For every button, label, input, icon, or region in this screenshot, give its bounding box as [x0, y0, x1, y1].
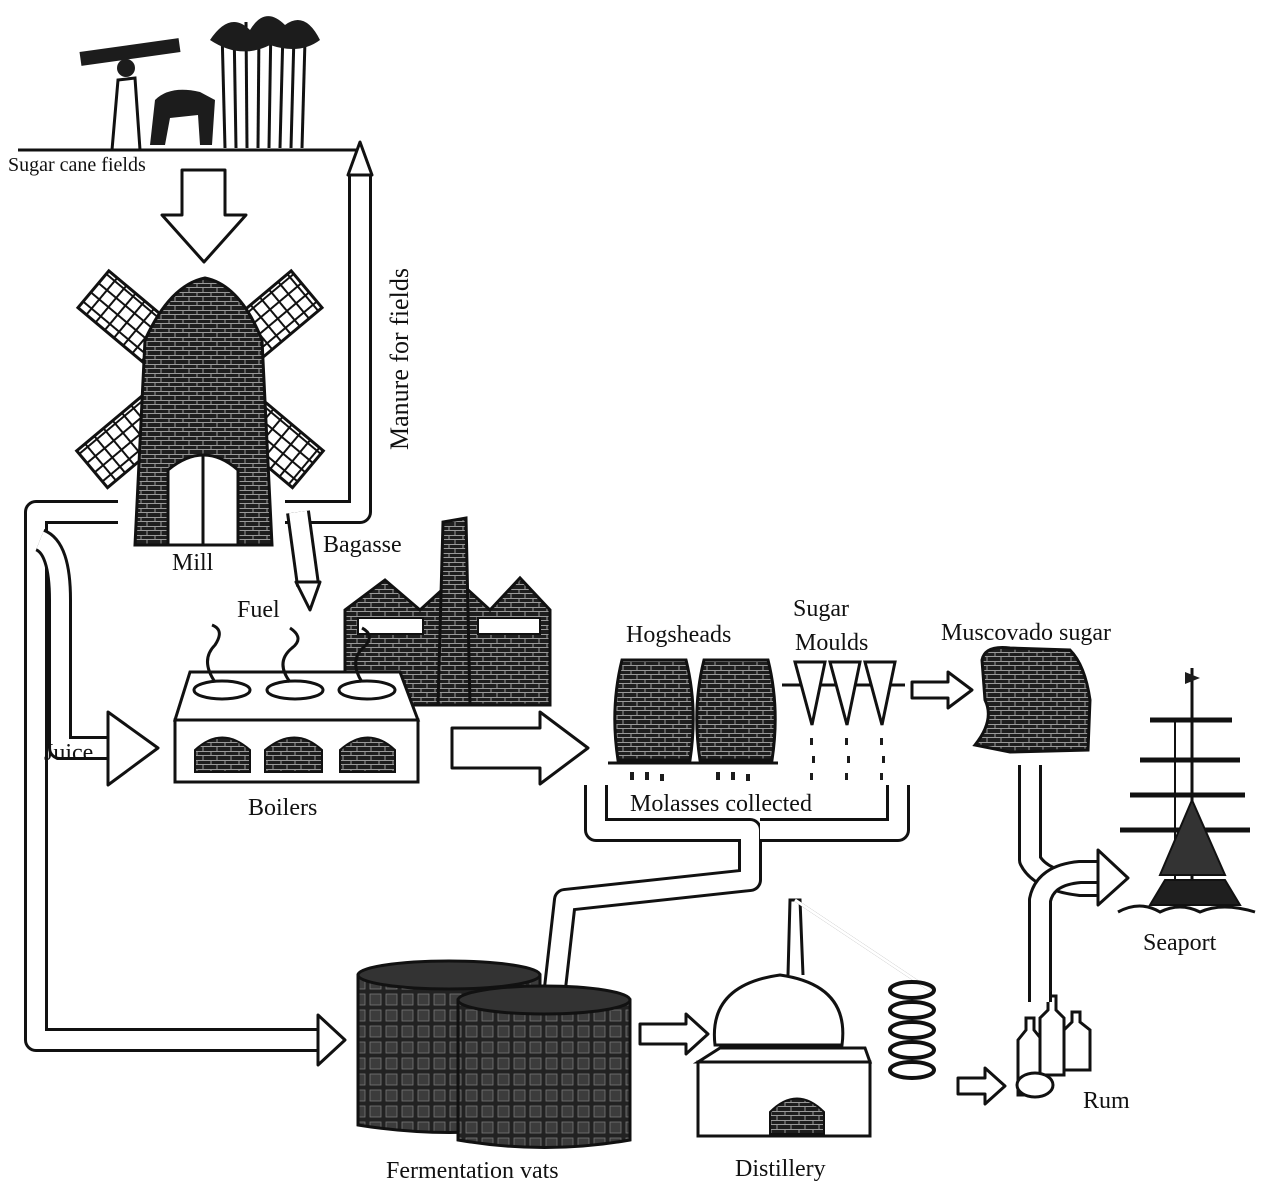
hogsheads-illustration: [608, 660, 778, 781]
fuel-label: Fuel: [237, 597, 280, 623]
rum-bottles-illustration: [1017, 996, 1090, 1097]
mill-label: Mill: [172, 550, 214, 576]
muscovado-sugar-label: Muscovado sugar: [941, 620, 1111, 646]
molasses-collected-label: Molasses collected: [630, 791, 812, 817]
fermentation-vats-label: Fermentation vats: [386, 1158, 559, 1184]
seaport-pipes: [1030, 765, 1128, 1002]
sugar-moulds-illustration: [782, 662, 905, 780]
boilers-to-hogsheads-arrow: [452, 712, 588, 784]
hogsheads-label: Hogsheads: [626, 622, 731, 648]
rum-label: Rum: [1083, 1088, 1130, 1114]
distillery-illustration: [698, 900, 934, 1136]
seaport-label: Seaport: [1143, 930, 1217, 956]
fermentation-vats-illustration: [358, 961, 630, 1148]
fields-to-mill-arrow: [162, 170, 246, 262]
sugar-cane-fields-illustration: [18, 16, 362, 150]
distillery-label: Distillery: [735, 1156, 826, 1182]
sugar-label: Sugar: [793, 596, 849, 622]
ship-illustration: [1118, 668, 1255, 912]
sugar-cane-fields-label: Sugar cane fields: [8, 154, 146, 176]
muscovado-sugar-illustration: [975, 648, 1090, 753]
juice-pipe: [36, 512, 345, 1065]
distillery-to-rum-arrow: [958, 1068, 1005, 1104]
moulds-to-muscovado-arrow: [912, 672, 972, 708]
bagasse-label: Bagasse: [323, 532, 402, 558]
vats-to-distillery-arrow: [640, 1014, 708, 1054]
juice-label: Juice: [44, 740, 93, 766]
moulds-label: Moulds: [795, 630, 868, 656]
boilers-label: Boilers: [248, 795, 317, 821]
manure-for-fields-label: Manure for fields: [385, 268, 414, 450]
